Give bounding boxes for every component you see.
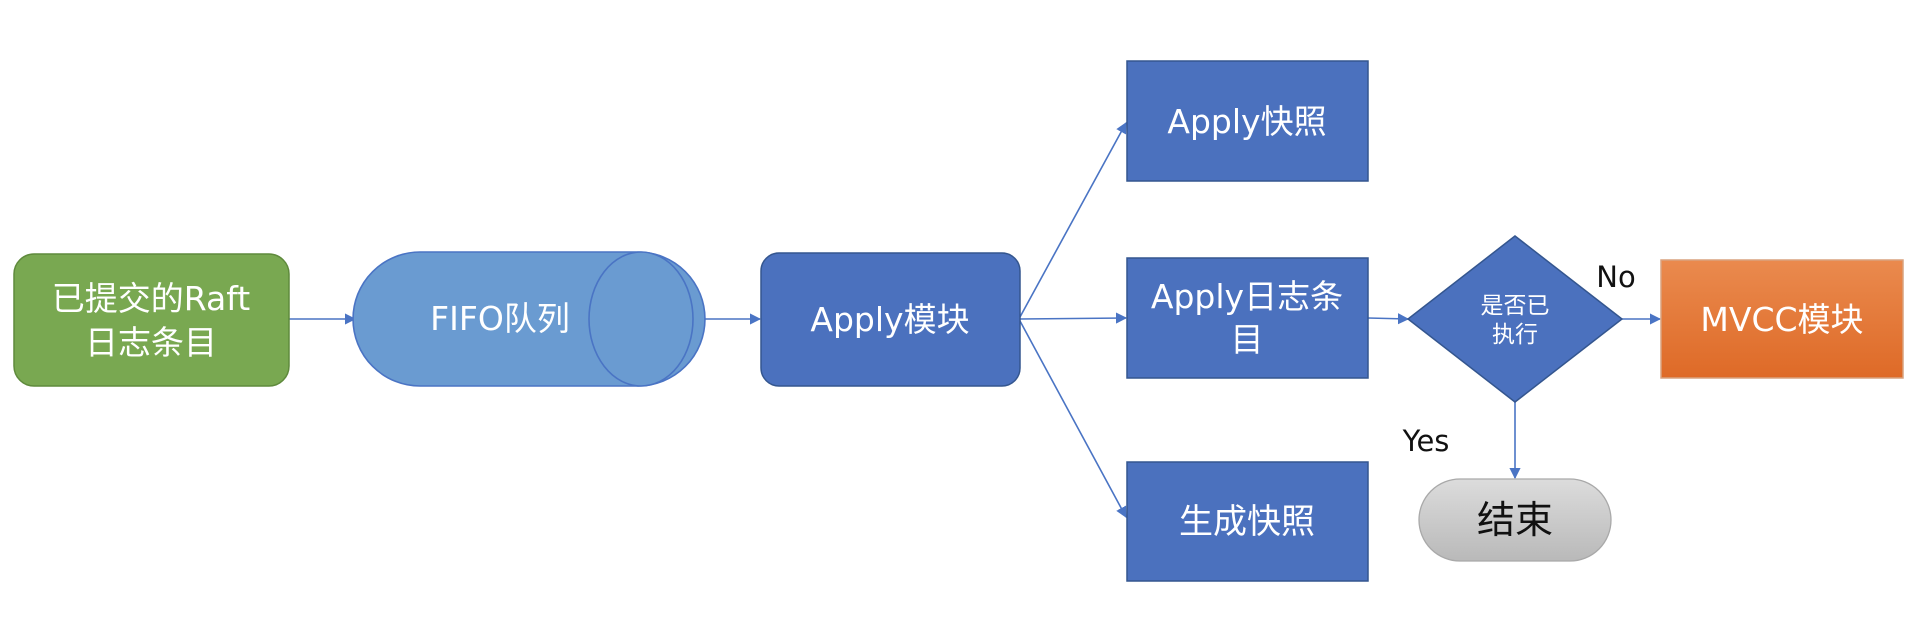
node-apply-snapshot: Apply快照	[1126, 60, 1369, 182]
edge-label-yes: Yes	[1402, 424, 1450, 458]
end-pill	[1418, 478, 1612, 562]
end-label: 结束	[1477, 498, 1553, 542]
node-apply-log-entry: Apply日志条 目	[1126, 257, 1369, 379]
committed-log-line1: 已提交的Raft	[52, 279, 250, 318]
node-mvcc-module: MVCC模块	[1660, 259, 1904, 379]
generate-snapshot-box	[1126, 461, 1369, 582]
apply-log-entry-line1: Apply日志条	[1151, 277, 1343, 316]
fifo-label: FIFO队列	[430, 299, 570, 338]
edge-apply-to-generate	[1019, 320, 1127, 518]
decision-line1: 是否已	[1481, 293, 1550, 319]
node-apply-module: Apply模块	[760, 252, 1021, 387]
edge-logentry-to-decision	[1367, 313, 1410, 325]
decision-diamond	[1406, 235, 1624, 403]
node-committed-log: 已提交的Raft 日志条目	[13, 253, 290, 387]
node-generate-snapshot: 生成快照	[1126, 461, 1369, 582]
decision-line2: 执行	[1492, 322, 1538, 348]
apply-snapshot-box	[1126, 60, 1369, 182]
connectors	[289, 122, 1662, 518]
committed-log-box	[13, 253, 290, 387]
edge-apply-to-logentry	[1019, 312, 1128, 324]
committed-log-line2: 日志条目	[85, 323, 217, 362]
edge-label-no: No	[1596, 260, 1635, 294]
node-executed-decision: 是否已 执行	[1406, 235, 1624, 403]
apply-log-entry-box	[1126, 257, 1369, 379]
node-end: 结束	[1418, 478, 1612, 562]
apply-module-box	[760, 252, 1021, 387]
mvcc-module-box	[1660, 259, 1904, 379]
node-fifo-queue: FIFO队列	[352, 251, 706, 387]
mvcc-module-label: MVCC模块	[1700, 300, 1863, 339]
fifo-cylinder-end	[588, 251, 694, 387]
generate-snapshot-label: 生成快照	[1179, 502, 1315, 542]
apply-snapshot-label: Apply快照	[1167, 102, 1326, 141]
edge-apply-to-snapshot	[1019, 122, 1127, 318]
apply-module-label: Apply模块	[810, 300, 969, 339]
apply-log-entry-line2: 目	[1231, 320, 1264, 359]
